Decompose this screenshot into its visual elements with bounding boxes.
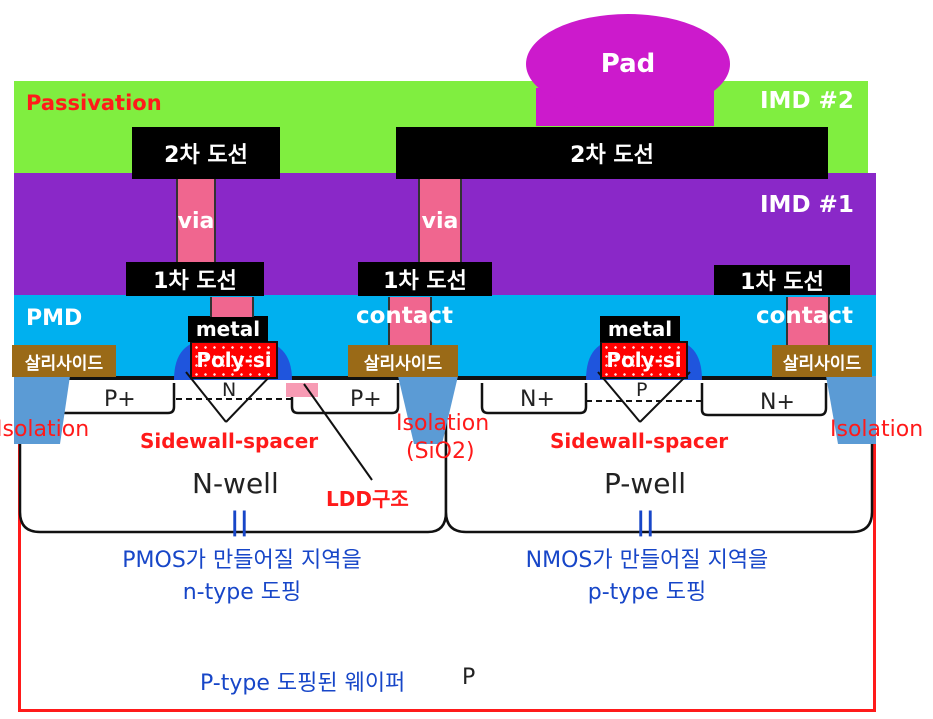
isolation-label-right: Isolation (830, 417, 924, 442)
pad: Pad (526, 14, 730, 114)
contact-label-left: contact (356, 303, 453, 329)
channel-n: N (222, 379, 237, 401)
channel-p: P (636, 379, 648, 401)
sidewall-spacer-label-left: Sidewall-spacer (140, 429, 319, 453)
poly-si-label: Poly-si (606, 348, 682, 372)
metal1-label: 1차 도선 (153, 269, 237, 294)
metal2-label: 2차 도선 (164, 143, 248, 168)
gate-metal-label: metal (195, 317, 261, 341)
salicide-label: 살리사이드 (24, 353, 104, 374)
nmos-description-line2: p-type 도핑 (587, 580, 707, 605)
pmos-description-line2: n-type 도핑 (182, 580, 302, 605)
isolation-label-mid: Isolation (396, 411, 490, 436)
salicide-right: 살리사이드 (772, 345, 872, 377)
nmos-description-line1: NMOS가 만들어질 지역을 (525, 548, 769, 573)
metal2-right: 2차 도선 (396, 127, 828, 179)
pmd-label: PMD (26, 306, 83, 331)
isolation-label-left: Isolation (0, 417, 90, 442)
passivation-label: Passivation (26, 91, 162, 115)
metal2-left: 2차 도선 (132, 127, 280, 179)
metal1-label: 1차 도선 (383, 269, 467, 294)
p-plus-left: P+ (104, 387, 136, 412)
metal1-label: 1차 도선 (740, 270, 824, 295)
metal2-label: 2차 도선 (570, 143, 654, 168)
gate-metal-label: metal (607, 317, 673, 341)
sidewall-spacer-label-right: Sidewall-spacer (550, 429, 729, 453)
equals-marker-left: || (230, 507, 249, 537)
salicide-label: 살리사이드 (782, 353, 862, 374)
pad-label: Pad (600, 49, 656, 79)
pmos-description-line1: PMOS가 만들어질 지역을 (122, 548, 362, 573)
ldd-label: LDD구조 (326, 487, 409, 511)
gate-metal-left: metal (188, 316, 268, 342)
n-plus-left: N+ (520, 387, 555, 412)
contact-mid (388, 297, 432, 347)
contact-label-right: contact (756, 303, 853, 329)
metal1-right: 1차 도선 (714, 265, 850, 295)
equals-marker-right: || (636, 507, 655, 537)
wafer-label: P-type 도핑된 웨이퍼 (200, 671, 406, 696)
poly-si-gate-right: Poly-si (600, 341, 688, 379)
nwell-label: N-well (192, 467, 279, 500)
metal1-mid: 1차 도선 (358, 262, 492, 296)
via-label: via (421, 208, 459, 234)
n-plus-right: N+ (760, 390, 795, 415)
plug-left-gate (210, 297, 254, 317)
salicide-left: 살리사이드 (12, 345, 116, 377)
via-right: via (418, 178, 462, 264)
poly-si-label: Poly-si (196, 348, 272, 372)
isolation-label-mid-sub: (SiO2) (406, 439, 475, 464)
salicide-label: 살리사이드 (363, 353, 443, 374)
via-left: via (176, 178, 216, 264)
via-label: via (177, 208, 215, 234)
salicide-mid: 살리사이드 (348, 345, 458, 377)
imd1-label: IMD #1 (760, 192, 854, 218)
wafer-p-label: P (462, 665, 476, 690)
imd2-label: IMD #2 (760, 88, 854, 114)
metal1-left: 1차 도선 (126, 262, 264, 296)
contact-right (786, 297, 830, 347)
gate-metal-right: metal (600, 316, 680, 342)
poly-si-gate-left: Poly-si (190, 341, 278, 379)
pwell-label: P-well (604, 467, 687, 500)
p-plus-right: P+ (350, 387, 382, 412)
wafer-outline (18, 430, 876, 712)
